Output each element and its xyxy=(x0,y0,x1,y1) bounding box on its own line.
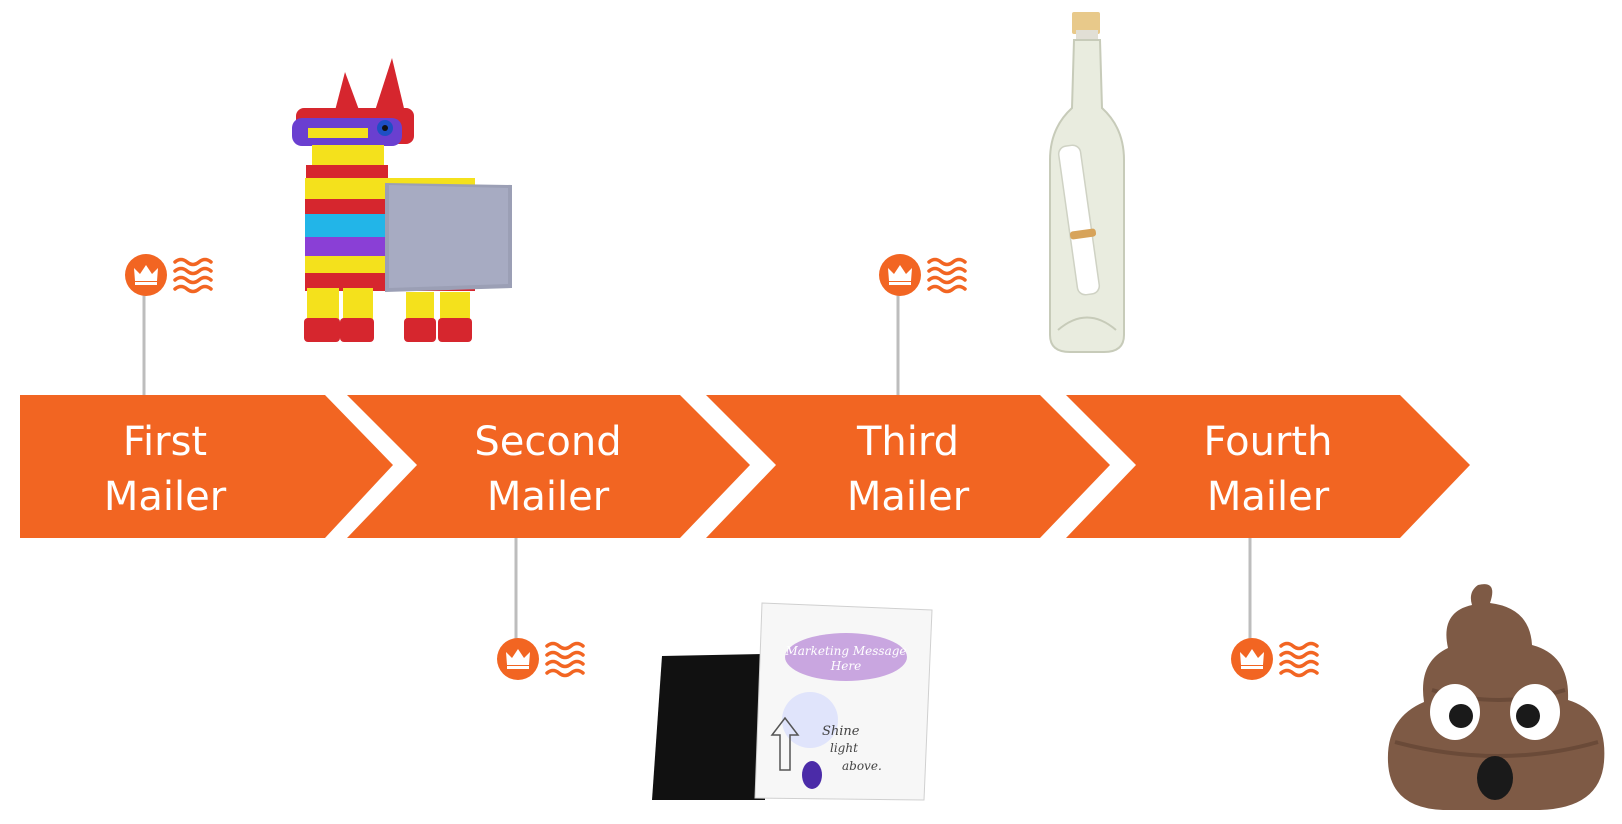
chevron-arrows xyxy=(20,395,1470,538)
step-arrow-third xyxy=(706,395,1110,538)
card-oval-line1: Marketing Message xyxy=(784,644,906,658)
step-label-line2: Mailer xyxy=(1207,474,1330,520)
message-bottle-image xyxy=(1049,12,1125,353)
step-label-line1: First xyxy=(123,419,207,465)
step-label-line2: Mailer xyxy=(847,474,970,520)
card-oval-line2: Here xyxy=(830,659,861,673)
step-arrow-first xyxy=(20,395,393,538)
card-hand-line2: light xyxy=(830,741,858,755)
pinata-image xyxy=(292,58,512,342)
poop-emoji-image xyxy=(1387,584,1605,810)
crown-postmark-icon xyxy=(123,252,213,298)
step-label-line2: Mailer xyxy=(104,474,227,520)
crown-postmark-icon xyxy=(877,252,967,298)
step-arrow-fourth xyxy=(1066,395,1470,538)
connectors xyxy=(142,295,1252,640)
blacklight-card-image: Marketing Message Here Shine light above… xyxy=(652,602,933,801)
step-label-line1: Third xyxy=(856,419,959,465)
crown-postmark-icon xyxy=(495,636,585,682)
step-label-fourth: Fourth Mailer xyxy=(1204,419,1333,520)
step-label-line1: Fourth xyxy=(1204,419,1333,465)
step-label-line2: Mailer xyxy=(487,474,610,520)
step-label-third: Third Mailer xyxy=(847,419,970,520)
card-hand-line3: above. xyxy=(842,759,882,773)
card-hand-line1: Shine xyxy=(822,724,860,739)
step-label-first: First Mailer xyxy=(104,419,227,520)
crown-postmark-icon xyxy=(1229,636,1319,682)
step-label-second: Second Mailer xyxy=(474,419,621,520)
step-arrow-second xyxy=(347,395,750,538)
step-label-line1: Second xyxy=(474,419,621,465)
